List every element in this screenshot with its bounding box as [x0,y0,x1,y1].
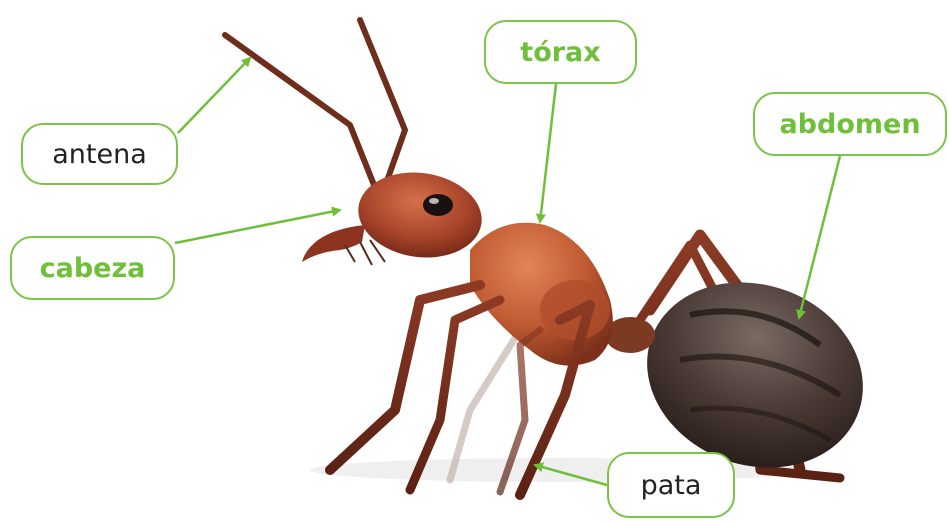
arrow-antena [178,58,250,133]
arrow-abdomen [799,156,840,318]
label-torax: tórax [484,20,637,84]
label-antena: antena [21,123,178,185]
label-pata: pata [607,452,735,518]
ant-thorax [470,223,613,366]
arrow-cabeza [175,210,340,243]
arrow-torax [540,84,556,222]
ant-antennae [225,20,405,195]
label-abdomen: abdomen [753,92,947,156]
ant-head [302,165,487,265]
label-cabeza: cabeza [10,236,175,300]
